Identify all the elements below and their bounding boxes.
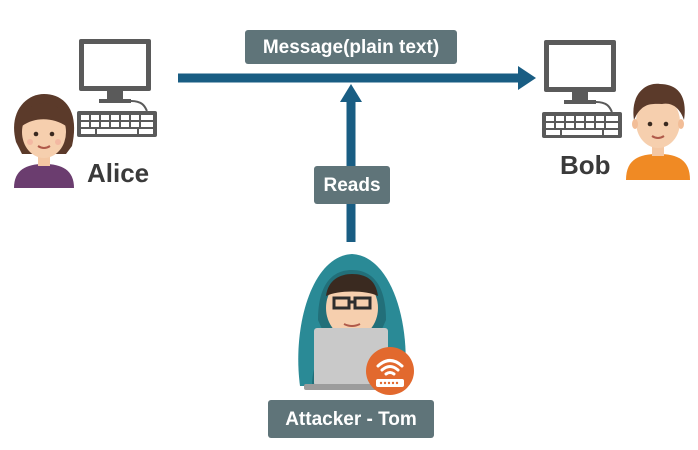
alice-person-icon bbox=[14, 94, 75, 188]
bob-name: Bob bbox=[560, 150, 611, 180]
bob-person-icon bbox=[626, 83, 690, 180]
alice-computer-icon bbox=[77, 39, 157, 137]
wifi-icon bbox=[366, 347, 414, 395]
reads-label: Reads bbox=[314, 166, 390, 204]
reads-arrow bbox=[340, 84, 362, 242]
attacker-label: Attacker - Tom bbox=[268, 400, 434, 438]
message-label: Message(plain text) bbox=[245, 30, 457, 64]
bob-computer-icon bbox=[542, 40, 622, 138]
alice-name: Alice bbox=[87, 158, 150, 188]
